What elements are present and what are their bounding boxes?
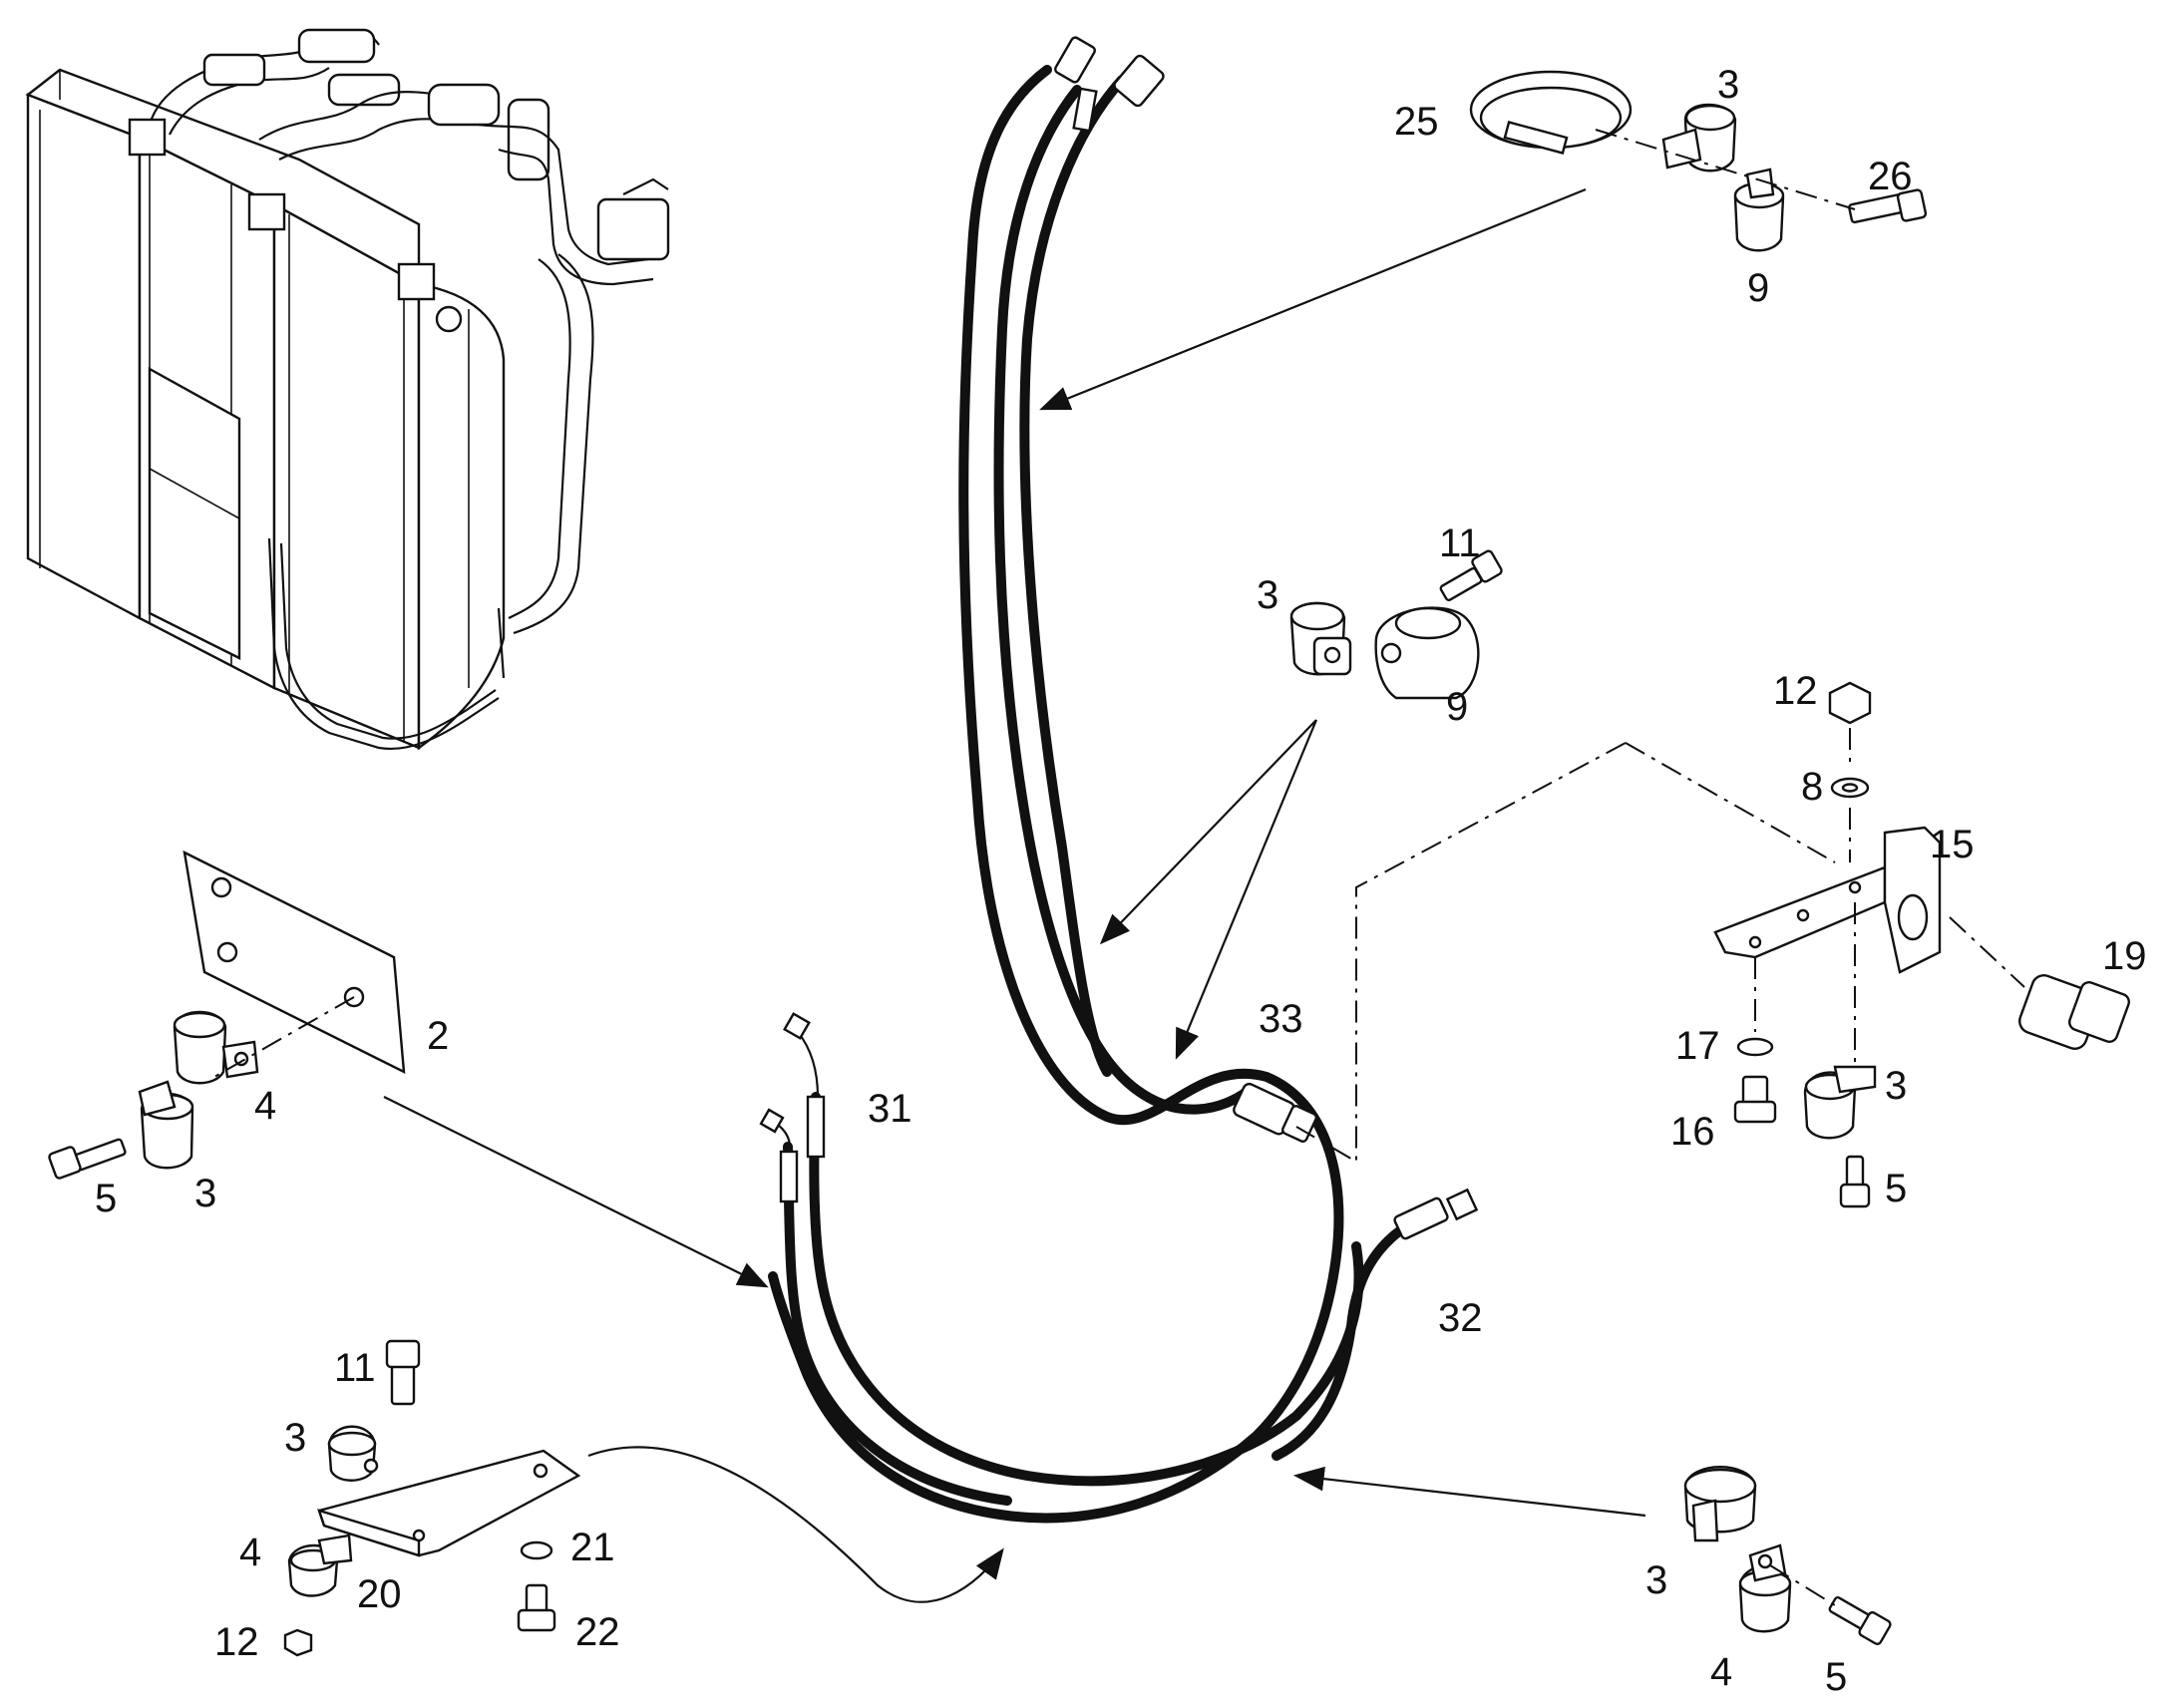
callout-31: 31 bbox=[868, 1087, 912, 1131]
callout-4-bottom-left: 4 bbox=[239, 1531, 261, 1574]
callout-11-mid: 11 bbox=[1439, 521, 1481, 565]
hose-assembly-33 bbox=[768, 36, 1344, 1524]
callout-4-bottom-right: 4 bbox=[1710, 1650, 1732, 1694]
clamp-group-mid bbox=[1289, 549, 1503, 700]
clamp-group-top bbox=[1469, 70, 1928, 252]
callout-25: 25 bbox=[1394, 100, 1439, 144]
radiator-assembly bbox=[25, 28, 670, 751]
callout-12-bottom: 12 bbox=[214, 1620, 259, 1664]
callout-4-left: 4 bbox=[254, 1084, 276, 1128]
bracket-group-bottom-left bbox=[283, 1339, 581, 1657]
callout-22: 22 bbox=[575, 1610, 620, 1654]
callout-8: 8 bbox=[1801, 765, 1823, 809]
callout-3-bottom-right: 3 bbox=[1645, 1558, 1667, 1602]
callout-5-left: 5 bbox=[95, 1177, 117, 1220]
callout-16: 16 bbox=[1670, 1110, 1715, 1154]
callout-26: 26 bbox=[1868, 155, 1913, 198]
callout-5-right: 5 bbox=[1885, 1167, 1907, 1210]
location-line-2 bbox=[1625, 742, 1836, 863]
callout-21: 21 bbox=[570, 1526, 615, 1569]
callout-5-bottom-right: 5 bbox=[1825, 1655, 1847, 1699]
callout-9-top: 9 bbox=[1747, 266, 1769, 310]
callout-3-right: 3 bbox=[1885, 1064, 1907, 1108]
callout-11-bottom: 11 bbox=[334, 1346, 376, 1390]
callout-19: 19 bbox=[2102, 934, 2147, 978]
callout-2: 2 bbox=[427, 1014, 449, 1058]
hose-assembly-31 bbox=[759, 1012, 1364, 1506]
clamp-group-bottom-right bbox=[1683, 1466, 1892, 1645]
callout-3-left: 3 bbox=[194, 1172, 216, 1215]
hose-assembly-32 bbox=[1272, 1188, 1479, 1461]
callout-12-right: 12 bbox=[1773, 669, 1818, 713]
callout-15: 15 bbox=[1930, 823, 1975, 866]
plate-group-left bbox=[48, 850, 406, 1180]
callout-3-mid: 3 bbox=[1257, 573, 1278, 617]
callout-17: 17 bbox=[1675, 1024, 1720, 1068]
callouts: 25 3 26 9 11 3 9 12 8 15 19 17 3 16 5 2 … bbox=[95, 63, 2147, 1699]
callout-3-top: 3 bbox=[1717, 63, 1739, 107]
callout-20: 20 bbox=[357, 1572, 402, 1616]
callout-3-bottom-left: 3 bbox=[284, 1416, 306, 1460]
callout-9-mid: 9 bbox=[1446, 685, 1468, 729]
callout-33: 33 bbox=[1259, 997, 1303, 1041]
location-line bbox=[1295, 742, 1627, 1164]
leader-arrows bbox=[383, 187, 1646, 1603]
callout-32: 32 bbox=[1438, 1296, 1483, 1340]
bracket-group-right bbox=[1713, 681, 2130, 1208]
